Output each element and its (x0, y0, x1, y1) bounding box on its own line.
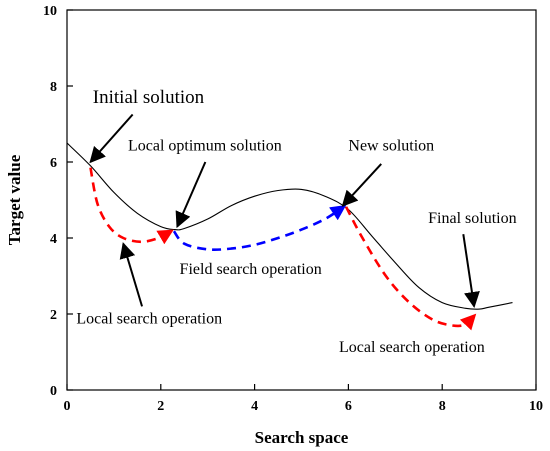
series-group (66, 142, 513, 331)
annotation-label: Local search operation (76, 311, 222, 328)
y-tick-label: 10 (43, 4, 57, 19)
y-tick-label: 2 (50, 308, 57, 323)
search-path-line (89, 167, 174, 245)
x-tick-label: 6 (345, 399, 352, 414)
annotation-label: Local search operation (339, 339, 485, 356)
axes: 0 2 4 6 8 10 0 2 4 6 8 10 (43, 4, 543, 414)
search-path-line (172, 205, 347, 252)
x-tick-label: 10 (529, 399, 543, 414)
annotation-arrow (341, 163, 382, 207)
x-axis-title: Search space (255, 428, 349, 447)
x-tick-label: 4 (251, 399, 258, 414)
x-tick-label: 2 (157, 399, 164, 414)
annotation-label: New solution (348, 138, 434, 155)
annotation-label: Initial solution (93, 87, 205, 108)
annotation-arrow (462, 234, 480, 308)
y-tick-label: 6 (50, 156, 57, 171)
x-tick-label: 0 (64, 399, 71, 414)
plot-frame (66, 9, 537, 391)
y-tick-label: 4 (50, 232, 57, 247)
annotation-arrow (119, 242, 143, 307)
target-curve-line (66, 142, 513, 310)
y-tick-label: 8 (50, 80, 57, 95)
annotation-label: Final solution (428, 210, 516, 227)
x-tick-label: 8 (439, 399, 446, 414)
annotation-label: Field search operation (180, 261, 322, 278)
annotation-arrow (89, 113, 134, 164)
y-tick-label: 0 (50, 384, 57, 399)
y-axis-title: Target value (5, 154, 24, 245)
annotation-arrow (175, 161, 207, 229)
annotation-label: Local optimum solution (128, 138, 282, 155)
search-path-line (344, 206, 477, 331)
